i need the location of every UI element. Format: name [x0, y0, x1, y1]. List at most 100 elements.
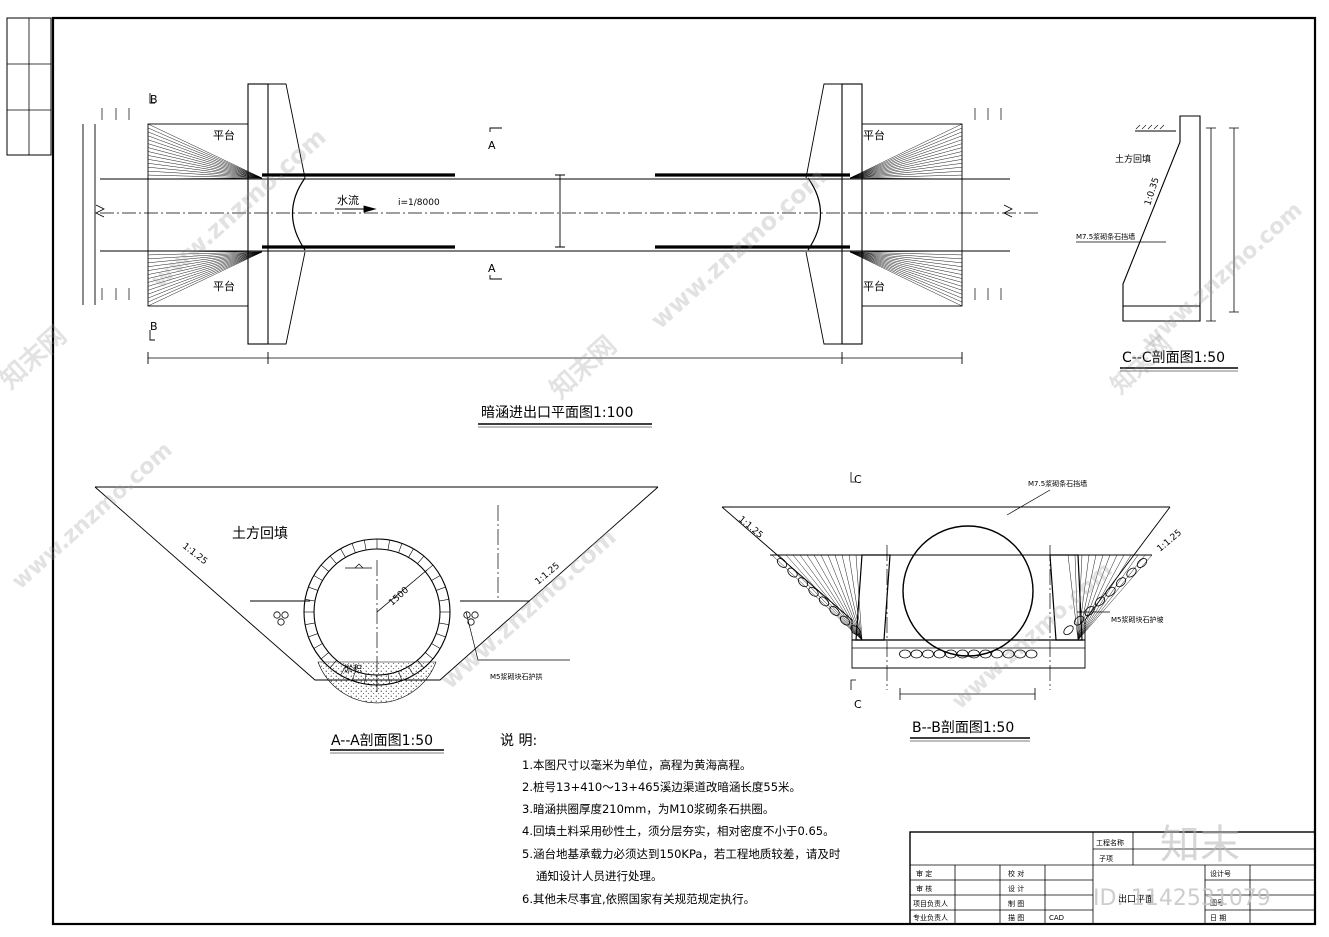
- stone-block: [899, 649, 911, 659]
- aa-radius-label: 1500: [387, 585, 411, 608]
- bb-stone-blocks: [776, 558, 1148, 659]
- bb-protect-label: M5浆砌块石护坡: [1111, 615, 1164, 624]
- ring-joint: [436, 586, 446, 591]
- bb-section-c-bottom: C: [854, 698, 862, 711]
- bb-fan-line: [1077, 554, 1139, 641]
- ring-joint: [431, 575, 441, 581]
- stone-block: [1115, 577, 1127, 588]
- section-b-top: B: [150, 93, 158, 106]
- fan-line: [147, 251, 263, 303]
- aa-silt-area: [317, 661, 437, 704]
- tb-drawing-no: 图号: [1210, 899, 1224, 907]
- fan-line: [849, 155, 963, 179]
- stone-block: [933, 649, 946, 659]
- fan-line: [849, 251, 963, 303]
- fan-line: [849, 251, 963, 271]
- note-5: 5.涵台地基承载力必须达到150KPa，若工程地质较差，请及时: [522, 847, 841, 861]
- fan-line: [147, 177, 263, 180]
- flow-label: 水流: [337, 193, 359, 207]
- fan-line: [147, 251, 263, 307]
- tb-approve: 审 定: [916, 869, 932, 878]
- plan-wing-fan-hatching: [147, 123, 963, 307]
- wm-url-5: www.znzmo.com: [435, 523, 621, 695]
- stone-block: [850, 625, 861, 636]
- stone-block: [1126, 567, 1137, 578]
- stone-block: [968, 649, 980, 659]
- drawing-border: [6, 16, 1317, 926]
- tb-sub-item: 子项: [1099, 855, 1113, 863]
- tb-draw: 制 图: [1008, 899, 1024, 908]
- fan-line: [849, 170, 963, 179]
- fan-line: [147, 135, 263, 179]
- fan-line: [849, 127, 963, 179]
- section-cc: [1076, 115, 1239, 372]
- ring-joint: [313, 643, 323, 649]
- bb-fan-line: [799, 554, 863, 641]
- cc-ratio-label: 1:0.35: [1143, 176, 1161, 206]
- bb-fan-line: [771, 554, 863, 641]
- tb-trace: 描 图: [1008, 913, 1024, 922]
- wm-url-4: www.znzmo.com: [7, 438, 177, 595]
- notes-heading: 说 明:: [500, 733, 537, 749]
- bb-fan-line: [1077, 554, 1111, 641]
- aa-title: A--A剖面图1:50: [331, 733, 433, 749]
- fan-line: [147, 131, 263, 179]
- fan-line: [849, 163, 963, 179]
- platform-label-tl: 平台: [213, 128, 235, 142]
- fan-line: [849, 159, 963, 179]
- stone-block: [787, 567, 798, 578]
- fan-line: [147, 155, 263, 179]
- fan-line: [147, 159, 263, 179]
- fan-line: [849, 166, 963, 179]
- note-2: 2.桩号13+410～13+465溪边渠道改暗涵长度55米。: [522, 780, 801, 794]
- bb-fan-line: [855, 554, 863, 641]
- tb-check: 校 对: [1008, 869, 1024, 878]
- tb-project-lead: 项目负责人: [913, 899, 948, 908]
- ring-joint: [398, 543, 403, 553]
- tb-design: 设 计: [1008, 884, 1024, 893]
- plan-title: 暗涵进出口平面图1:100: [481, 405, 633, 421]
- slope-label: i=1/8000: [398, 198, 440, 208]
- ring-joint: [351, 543, 356, 553]
- fan-line: [849, 251, 963, 267]
- section-b-bottom: B: [150, 320, 158, 333]
- tb-project-name: 工程名称: [1096, 838, 1124, 847]
- fan-line: [147, 147, 263, 179]
- ring-joint: [425, 564, 434, 572]
- bb-fan-line: [1077, 554, 1125, 641]
- plan-labels: 平台 平台 平台 平台 水流 i=1/8000 B B A A 暗涵进出口平面图…: [150, 93, 885, 421]
- fan-line: [849, 251, 963, 275]
- ring-joint: [313, 575, 323, 581]
- fan-line: [147, 251, 263, 275]
- fan-line: [849, 147, 963, 179]
- bb-fan-hatching: [771, 554, 1153, 641]
- ring-joint: [308, 633, 318, 638]
- section-aa: [94, 486, 659, 754]
- fan-line: [147, 251, 263, 291]
- fan-line: [147, 127, 263, 179]
- fan-line: [147, 123, 263, 179]
- stone-block: [945, 649, 957, 659]
- stone-block: [818, 596, 830, 607]
- bb-fan-line: [792, 554, 863, 641]
- ring-joint: [387, 540, 390, 551]
- bb-fan-line: [827, 554, 863, 641]
- ring-joint: [408, 548, 414, 558]
- bb-wall-label: M7.5浆砌条石挡墙: [1028, 479, 1087, 488]
- cc-title: C--C剖面图1:50: [1122, 350, 1225, 366]
- tb-review: 审 核: [916, 884, 932, 893]
- aa-arch-label: M5浆砌块石护拱: [490, 672, 543, 681]
- bb-fan-line: [806, 554, 863, 641]
- stone-block: [1073, 615, 1085, 626]
- bb-fan-line: [1077, 554, 1153, 641]
- stone-block: [797, 577, 809, 588]
- fan-line: [147, 170, 263, 179]
- fan-line: [849, 135, 963, 179]
- wm-brand-2: 知末网: [545, 331, 623, 405]
- fan-line: [147, 139, 263, 179]
- ring-joint: [329, 555, 337, 564]
- fan-line: [147, 251, 263, 256]
- fan-line: [849, 251, 963, 260]
- fan-line: [849, 151, 963, 179]
- stone-block: [956, 649, 969, 659]
